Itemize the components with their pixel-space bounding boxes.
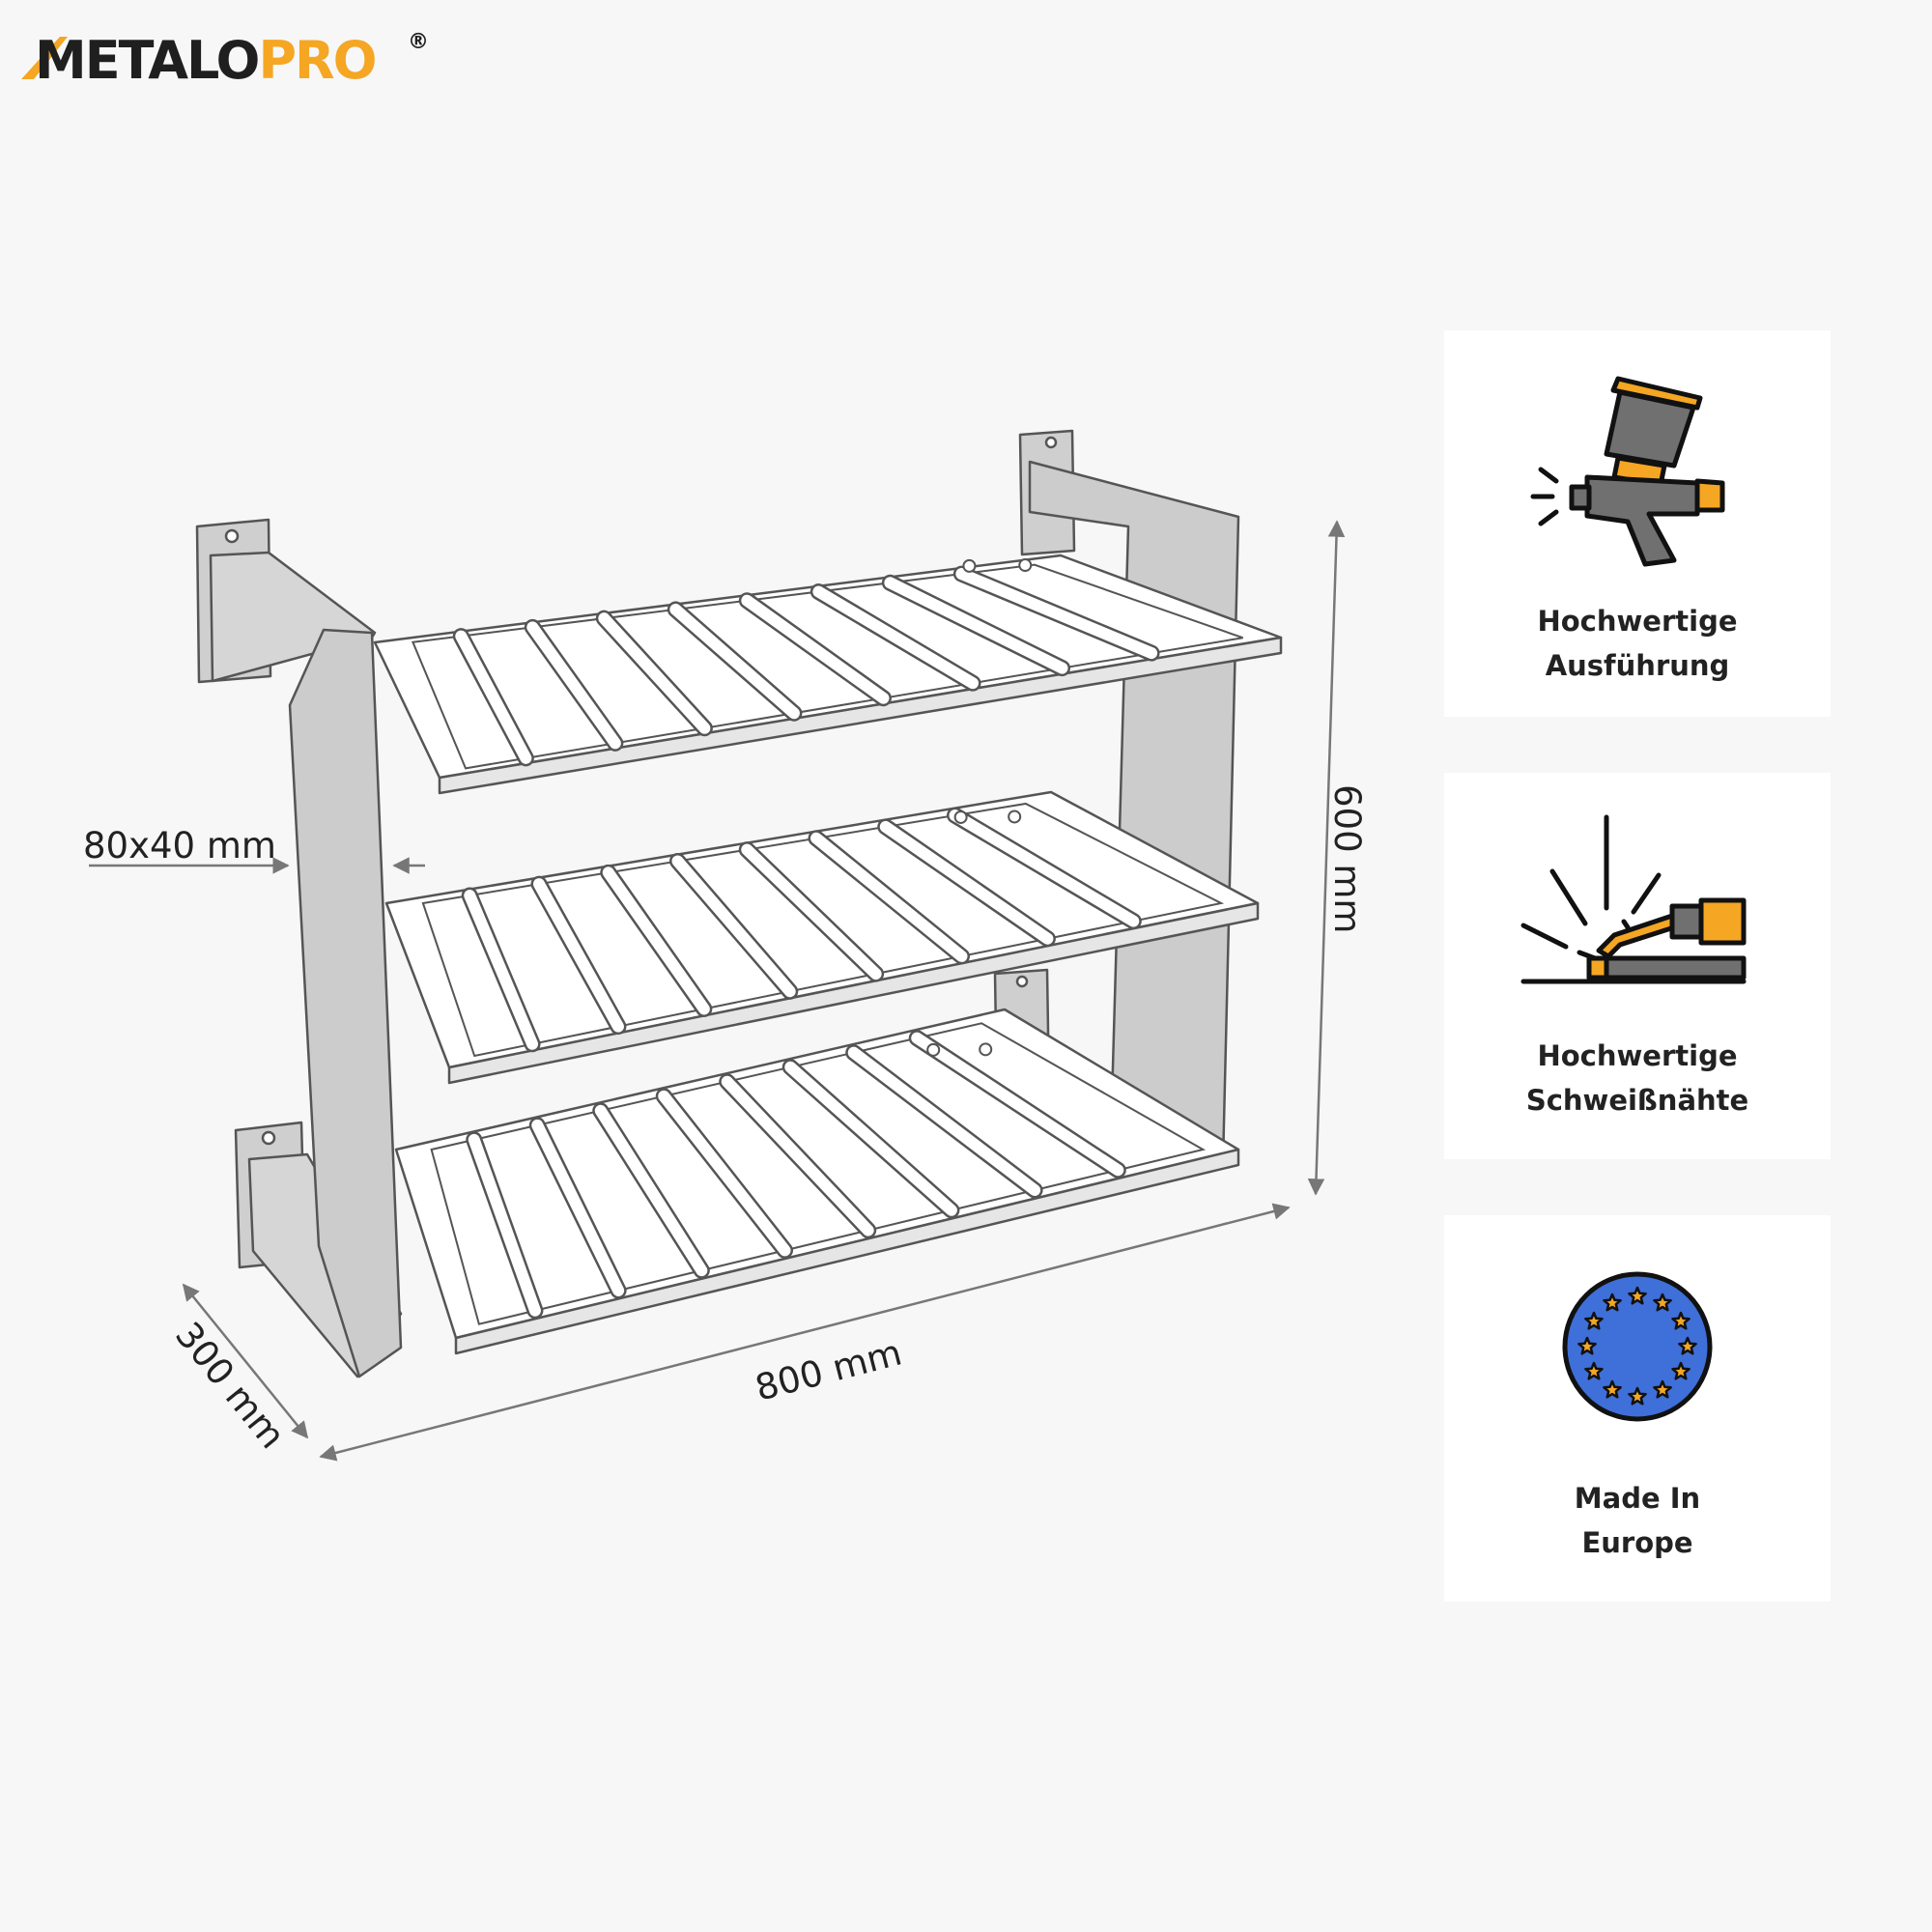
- height-dimension-arrow: [1307, 520, 1346, 1196]
- shelf-rod: [532, 878, 624, 1033]
- shelf-rod: [955, 568, 1158, 660]
- shelf-2: [384, 790, 1260, 1085]
- depth-dimension-arrow: [182, 1283, 309, 1439]
- shelf-rod: [602, 867, 710, 1015]
- shelf-rod: [455, 630, 532, 764]
- eu-flag-icon: [1562, 1271, 1713, 1422]
- shelf-rod: [671, 855, 796, 998]
- shelf-screw-hole: [1018, 558, 1033, 573]
- depth-dimension-label: 300 mm: [167, 1315, 294, 1457]
- width-dimension-arrow: [319, 1203, 1291, 1462]
- feature-title-line1: Hochwertige: [1537, 605, 1738, 638]
- welding-torch-icon: [1520, 814, 1747, 984]
- shelf-screw-hole: [953, 810, 968, 824]
- eu-star-icon: [1671, 1361, 1690, 1380]
- shelf-rod: [464, 890, 539, 1050]
- eu-star-icon: [1584, 1361, 1604, 1380]
- shelf-rod: [812, 585, 980, 690]
- shelf-screw-hole: [979, 1042, 993, 1057]
- shelf-rod: [598, 612, 711, 734]
- eu-star-icon: [1653, 1293, 1672, 1312]
- feature-title-line1: Made In: [1574, 1482, 1701, 1515]
- feature-card-origin: Made In Europe: [1444, 1215, 1831, 1602]
- bracket-screw-hole: [1044, 436, 1058, 449]
- shelf-front-edge: [447, 901, 1260, 1085]
- bracket-screw-hole: [261, 1130, 276, 1146]
- eu-star-icon: [1577, 1336, 1597, 1355]
- shelf-front-edge: [438, 636, 1283, 795]
- eu-star-icon: [1653, 1379, 1672, 1399]
- feature-card-finish: Hochwertige Ausführung: [1444, 330, 1831, 717]
- height-dimension-label: 600 mm: [1326, 784, 1368, 933]
- shelf-screw-hole: [926, 1042, 941, 1057]
- spray-gun-icon: [1530, 376, 1725, 567]
- shelf-rod: [526, 621, 621, 750]
- logo-accent-stripe: [21, 37, 68, 79]
- shelf-rod: [669, 603, 800, 720]
- shelf-1: [373, 554, 1283, 795]
- shelf-rod: [884, 577, 1068, 674]
- logo-wordmark: METALOPRO: [35, 30, 376, 91]
- eu-star-icon: [1584, 1311, 1604, 1330]
- shelf-rod: [741, 843, 882, 980]
- feature-card-welding: Hochwertige Schweißnähte: [1444, 773, 1831, 1159]
- shelf-rod: [847, 1046, 1041, 1197]
- shelf-screw-hole: [1008, 810, 1022, 824]
- feature-title-line1: Hochwertige: [1537, 1039, 1738, 1072]
- profile-dimension-label: 80x40 mm: [83, 825, 276, 867]
- feature-title-line2: Schweißnähte: [1525, 1084, 1749, 1117]
- eu-star-icon: [1678, 1336, 1697, 1355]
- eu-star-icon: [1603, 1293, 1622, 1312]
- metalopro-logo: METALOPRO ®: [21, 30, 429, 91]
- shelf-rod: [911, 1032, 1124, 1177]
- feature-title-line2: Europe: [1581, 1526, 1693, 1559]
- shelf-rod: [810, 832, 968, 962]
- eu-star-icon: [1671, 1311, 1690, 1330]
- eu-star-icon: [1603, 1379, 1622, 1399]
- shelf-rod: [949, 810, 1140, 927]
- shelf-rod: [879, 820, 1054, 945]
- bracket-screw-hole: [224, 528, 240, 544]
- shelf-rod: [784, 1061, 957, 1216]
- width-dimension-label: 800 mm: [751, 1331, 905, 1408]
- shelf-screw-hole: [962, 558, 977, 573]
- eu-star-icon: [1628, 1286, 1647, 1305]
- left-top-arm: [209, 551, 377, 683]
- feature-title-line2: Ausführung: [1545, 649, 1730, 682]
- eu-star-icon: [1628, 1386, 1647, 1406]
- shelf-rod: [741, 594, 890, 704]
- bracket-screw-hole: [1015, 975, 1029, 988]
- registered-mark: ®: [408, 30, 429, 54]
